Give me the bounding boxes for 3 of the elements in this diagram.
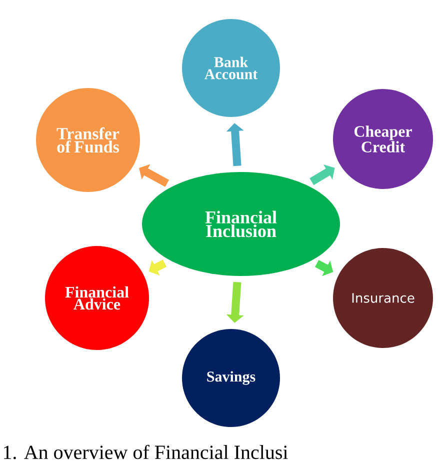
caption: 1. An overview of Financial Inclusi	[4, 444, 288, 460]
arrow	[310, 164, 335, 186]
arrow	[148, 260, 167, 276]
